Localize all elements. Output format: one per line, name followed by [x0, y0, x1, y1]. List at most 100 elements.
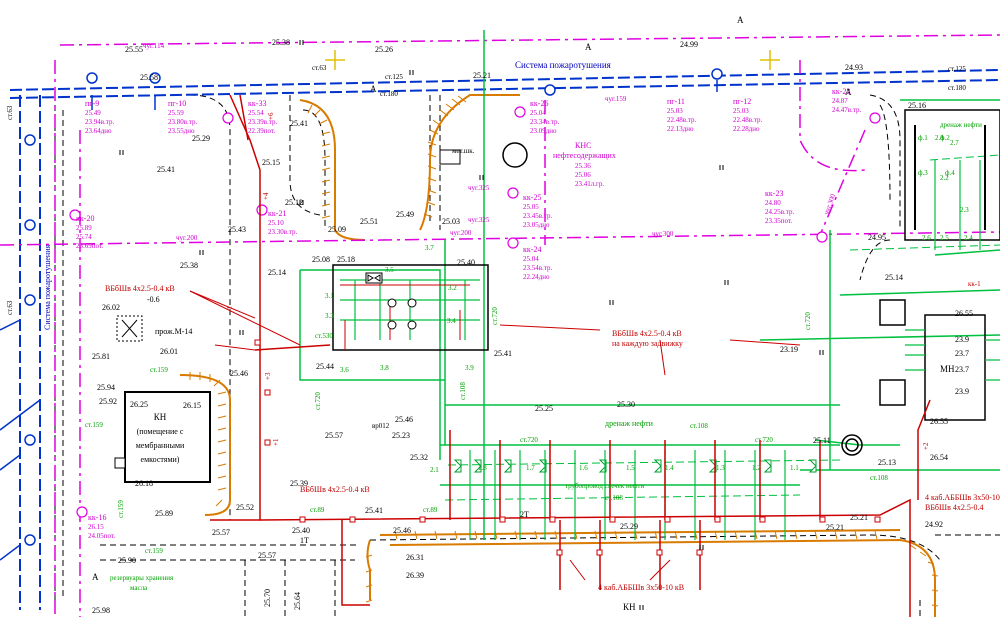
spot-elevation: 26.15: [183, 401, 201, 410]
pipe-label: ст.63: [312, 64, 327, 72]
spot-elevation: 26.55: [930, 417, 948, 426]
projector-mast: [116, 315, 143, 342]
pipe-label: ст.720: [314, 392, 322, 410]
water-hydrants: [24, 68, 723, 546]
spot-elevation: 25.64: [293, 592, 302, 610]
well-elevation: 23.69пот.: [76, 242, 103, 250]
well-elevation: 23.54в.тр.: [523, 264, 552, 272]
pipe-label: ст.159: [145, 547, 163, 555]
letter-a: А: [370, 84, 377, 94]
spot-elevation: 25.43: [228, 225, 246, 234]
heat-hatching: [189, 95, 939, 607]
met-box: [439, 149, 461, 165]
cable-note-5: 4 каб.АББШв 3х50-10: [925, 493, 1000, 502]
spot-elevation: 25.14: [268, 268, 286, 277]
pipe-label: ст.89: [423, 506, 438, 514]
valve-number: 1.2: [752, 464, 761, 472]
misc-label: -1: [226, 306, 234, 312]
kns-label: КНС: [575, 141, 591, 150]
pipe-label: чуг.200: [176, 234, 198, 242]
misc-label: +3: [264, 372, 272, 380]
spot-elevation: 25.46: [230, 369, 248, 378]
spot-elevation: 25.52: [236, 503, 254, 512]
oil-verticals: [469, 450, 786, 540]
spot-elevation: 25.39: [290, 479, 308, 488]
well-name: пг-12: [733, 97, 751, 106]
mn-drain: [905, 160, 1000, 381]
drain-label: дренаж нефти: [605, 419, 654, 428]
spot-elevation: 25.57: [212, 528, 230, 537]
drain-label-right: дренаж нефти: [940, 121, 982, 129]
pipe-label: ст.530: [315, 332, 333, 340]
well-elevation: 23.94в.тр.: [85, 118, 114, 126]
well-elevation: 23.35пот.: [765, 217, 792, 225]
spot-elevation: 26.55: [955, 309, 973, 318]
valve-number: 3.7: [425, 244, 434, 252]
spot-elevation: 25.40: [457, 258, 475, 267]
well-elevation: 22.48в.тр.: [667, 116, 696, 124]
pipe-label: ст.108: [690, 422, 708, 430]
spot-elevation: 25.40: [292, 526, 310, 535]
spot-elevation: 25.38: [180, 261, 198, 270]
well-elevation: 23.30в.тр.: [268, 228, 297, 236]
well-elevation: 25.59: [168, 109, 184, 117]
spot-elevation: 26.39: [406, 571, 424, 580]
well-elevation: 22.24дно: [523, 273, 550, 281]
spot-elevation: 26.31: [406, 553, 424, 562]
well-elevation: 22.28дно: [733, 125, 760, 133]
valve-number: 2.1: [430, 466, 439, 474]
well-elevation: 22.13дно: [667, 125, 694, 133]
pipe-label: ст.159: [117, 500, 125, 518]
well-elevation: 26.15: [88, 523, 104, 531]
well-elevation: 23.55дно: [168, 127, 195, 135]
spot-elevation: 25.26: [375, 45, 393, 54]
elevation-labels: 25.5525.3825.2624.9925.5825.2925.4125.21…: [92, 38, 973, 615]
valve-number: 2.4: [964, 234, 973, 242]
well-elevation: 25.54: [248, 109, 264, 117]
spot-elevation: 25.49: [396, 210, 414, 219]
spot-elevation: 25.51: [360, 217, 378, 226]
spot-elevation: 25.98: [92, 606, 110, 615]
valve-number: 2.8: [935, 134, 944, 142]
valve-number: 1.7: [526, 464, 535, 472]
valve-number: 3.9: [465, 364, 474, 372]
spot-elevation: 25.30: [617, 400, 635, 409]
spot-elevation: 23.7: [955, 349, 969, 358]
letter-a: А: [585, 42, 592, 52]
well-elevation: 25.05: [523, 203, 539, 211]
well-name: кк-23: [765, 189, 783, 198]
misc-label: +2: [922, 442, 930, 450]
spot-elevation: 25.57: [325, 431, 343, 440]
kn-sub2: мембранными: [136, 441, 185, 450]
road-edges: [54, 94, 1000, 617]
spot-elevation: 23.9: [955, 335, 969, 344]
kns-lvl1: 25.36: [575, 162, 591, 170]
pipe-label: ст.108: [870, 474, 888, 482]
well-name: кк-33: [248, 99, 266, 108]
valve-number: 1.3: [716, 464, 725, 472]
valve-number: 3.8: [380, 364, 389, 372]
spot-elevation: 25.70: [263, 589, 272, 607]
spot-elevation: 25.03: [442, 217, 460, 226]
spot-elevation: 25.21: [850, 513, 868, 522]
pipe-label: ст.108: [605, 494, 623, 502]
spot-elevation: 26.18: [135, 479, 153, 488]
kn-sub3: емкостями): [141, 455, 180, 464]
well-name: пг-11: [667, 97, 685, 106]
valve-number: 1.1: [790, 464, 799, 472]
spot-elevation: 25.92: [99, 397, 117, 406]
kn-title: КН: [154, 412, 167, 422]
misc-label: +4: [262, 192, 270, 200]
pipe-label: чуг.200: [450, 229, 472, 237]
spot-elevation: 25.46: [393, 526, 411, 535]
valve-number: 2.7: [950, 139, 959, 147]
valve-number: 3.4: [447, 317, 456, 325]
pipe-label: ст.180: [380, 90, 398, 98]
well-name: пг-10: [168, 99, 186, 108]
well-elevation: 25.04: [530, 109, 546, 117]
pipe-label: ст.89: [310, 506, 325, 514]
pipe-label: чуг.325: [468, 184, 490, 192]
kns-lvl3: 23.41л.гр.: [575, 180, 604, 188]
